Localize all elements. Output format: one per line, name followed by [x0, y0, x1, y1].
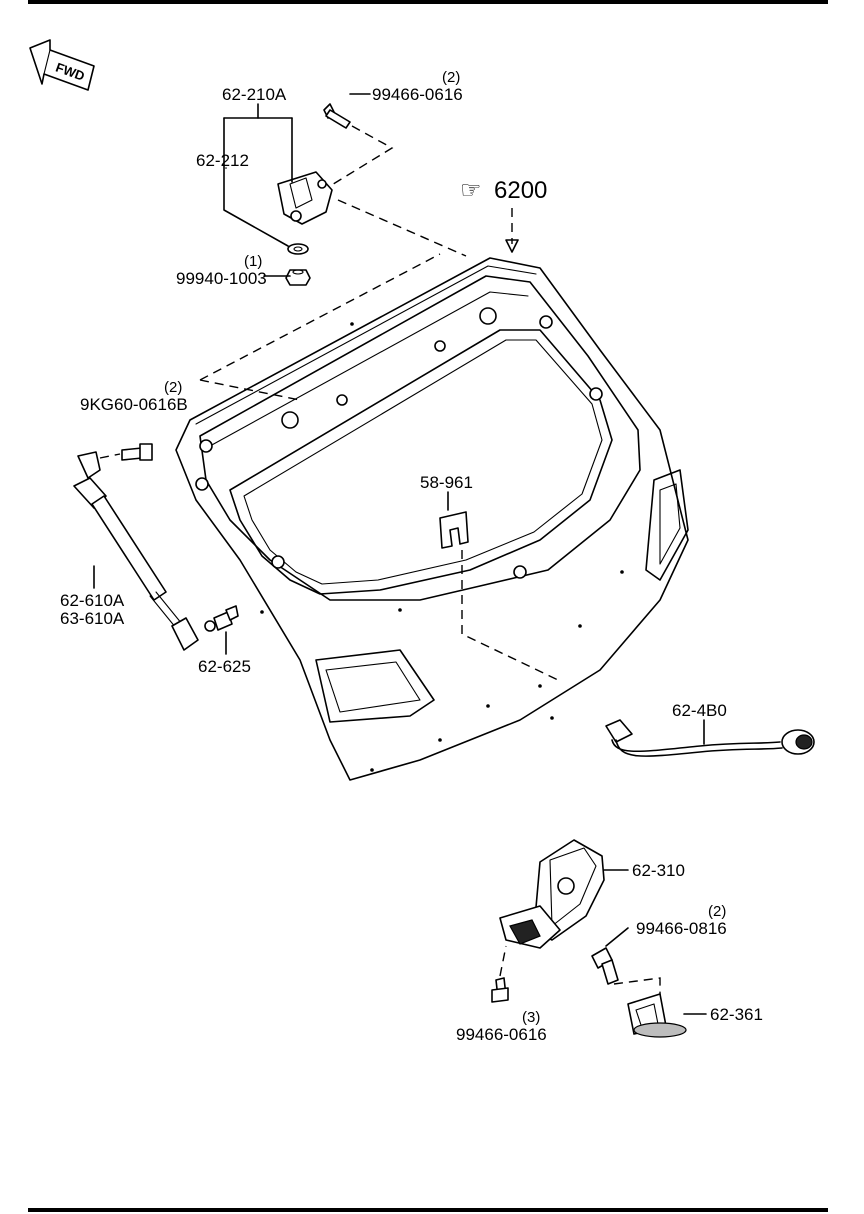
label-99466-0816: 99466-0816 — [636, 919, 727, 938]
qty-99466-0816: (2) — [708, 903, 726, 920]
label-62-310: 62-310 — [632, 861, 685, 880]
bolt-9KG60-0616B-icon — [121, 443, 153, 461]
label-99940-1003: 99940-1003 — [176, 269, 267, 288]
bolt-99466-0616-bottom-icon — [491, 977, 509, 1003]
label-62-361: 62-361 — [710, 1005, 763, 1024]
label-99466-0616-bottom: 99466-0616 — [456, 1025, 547, 1044]
label-62-625: 62-625 — [198, 657, 251, 676]
fwd-arrow-icon: FWD — [29, 39, 95, 91]
label-63-610A: 63-610A — [60, 609, 125, 628]
qty-9KG60-0616B: (2) — [164, 379, 182, 396]
bottom-border — [28, 1208, 828, 1212]
label-62-610A: 62-610A — [60, 591, 125, 610]
washer-icon — [287, 243, 309, 255]
clip-58-961-icon — [439, 511, 469, 549]
latch-62-310 — [499, 839, 605, 949]
reference-number: 6200 — [494, 177, 547, 204]
harness-62-4B0 — [605, 719, 815, 757]
pointing-hand-icon: ☞ — [460, 177, 482, 204]
gas-strut-62-610A — [73, 451, 199, 651]
qty-99940-1003: (1) — [244, 253, 262, 270]
label-58-961: 58-961 — [420, 473, 473, 492]
qty-99466-0616-bottom: (3) — [522, 1009, 540, 1026]
reference-6200: ☞ 6200 — [460, 177, 547, 253]
liftgate-panel — [175, 257, 689, 781]
striker-62-361 — [627, 993, 687, 1038]
bolt-99466-0616-top-icon — [323, 103, 351, 129]
nut-99940-1003-icon — [285, 269, 311, 286]
label-9KG60-0616B: 9KG60-0616B — [80, 395, 188, 414]
label-62-210A: 62-210A — [222, 85, 287, 104]
label-62-212: 62-212 — [196, 151, 249, 170]
hinge-62-212 — [277, 171, 333, 225]
ball-stud-62-625-icon — [204, 605, 239, 632]
label-62-4B0: 62-4B0 — [672, 701, 727, 720]
label-99466-0616-top: 99466-0616 — [372, 85, 463, 104]
bolt-99466-0816-icon — [591, 947, 619, 985]
top-border — [28, 0, 828, 4]
qty-99466-0616-top: (2) — [442, 69, 460, 86]
